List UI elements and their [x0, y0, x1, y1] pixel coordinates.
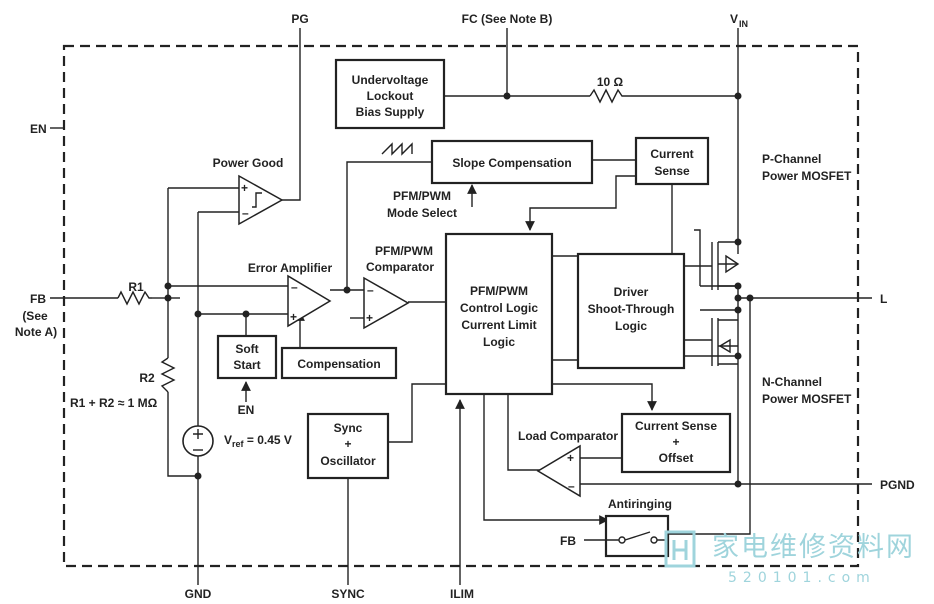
sync-line3: Oscillator [320, 454, 376, 468]
fb-note-line2: Note A) [15, 325, 57, 339]
resistor-r2 [160, 357, 176, 393]
soft-start-en-label: EN [238, 403, 255, 417]
soft-start-line2: Start [233, 358, 260, 372]
antiringing-fb-label: FB [560, 534, 576, 548]
resistor-r1 [117, 290, 152, 306]
junction-dots [164, 92, 754, 488]
sync-line2: + [344, 437, 351, 451]
device-boundary [62, 44, 860, 568]
fc-pin-label: FC (See Note B) [462, 12, 553, 26]
vref-label: Vref = 0.45 V [224, 433, 292, 449]
current-sense-block [634, 136, 710, 186]
r1-label: R1 [128, 280, 144, 294]
soft-start-line1: Soft [235, 342, 258, 356]
pc-minus-sign: – [367, 283, 374, 297]
control-line3: Current Limit [461, 318, 536, 332]
driver-line2: Shoot-Through [588, 302, 675, 316]
pchannel-line2: Power MOSFET [762, 169, 852, 183]
vin-pin-label: V [730, 12, 738, 26]
en-pin-label: EN [30, 122, 47, 136]
error-amplifier-label: Error Amplifier [248, 261, 333, 275]
pc-plus-sign: + [366, 311, 373, 325]
watermark: 家电维修资料网 520101.com [664, 530, 915, 586]
cso-line2: + [672, 435, 679, 449]
r-sum-label: R1 + R2 ≈ 1 MΩ [70, 396, 158, 410]
pwm-comparator-line2: Comparator [366, 260, 434, 274]
mode-select-line1: PFM/PWM [393, 189, 451, 203]
driver-line3: Logic [615, 319, 647, 333]
antiringing-switch [604, 514, 670, 558]
fb-pin-label: FB [30, 292, 46, 306]
control-logic-block [444, 232, 554, 396]
driver-block [576, 252, 686, 370]
watermark-logo [664, 530, 696, 568]
pchannel-line1: P-Channel [762, 152, 821, 166]
ea-plus-sign: + [290, 310, 297, 324]
uvlo-block [334, 58, 446, 130]
vref-source [182, 425, 214, 457]
uvlo-line2: Lockout [367, 89, 414, 103]
slope-compensation-block [430, 139, 594, 185]
ea-minus-sign: – [291, 280, 298, 294]
uvlo-line1: Undervoltage [352, 73, 429, 87]
ilim-pin-label: ILIM [450, 587, 474, 601]
cso-line1: Current Sense [635, 419, 717, 433]
power-good-label: Power Good [213, 156, 284, 170]
compensation-label: Compensation [297, 357, 380, 371]
lc-plus-sign: + [567, 451, 574, 465]
pgnd-pin-label: PGND [880, 478, 915, 492]
sync-oscillator-block [306, 412, 390, 480]
error-amplifier: – + [287, 274, 332, 328]
load-comparator-label: Load Comparator [518, 429, 618, 443]
control-line4: Logic [483, 335, 515, 349]
resistor-10-label: 10 Ω [597, 75, 624, 89]
driver-line1: Driver [614, 285, 649, 299]
pg-pin-label: PG [291, 12, 308, 26]
sync-line1: Sync [334, 421, 363, 435]
current-sense-line2: Sense [654, 164, 690, 178]
gnd-pin-label: GND [185, 587, 212, 601]
uvlo-line3: Bias Supply [356, 105, 425, 119]
control-line1: PFM/PWM [470, 284, 528, 298]
current-sense-line1: Current [650, 147, 693, 161]
resistor-10-ohm [589, 88, 626, 104]
r2-label: R2 [139, 371, 155, 385]
current-sense-offset-block [620, 412, 732, 474]
pwm-comparator-line1: PFM/PWM [375, 244, 433, 258]
compensation-block [280, 346, 398, 380]
load-comparator: + – [536, 444, 581, 498]
antiringing-label: Antiringing [608, 497, 672, 511]
lc-minus-sign: – [568, 479, 575, 493]
nchannel-line2: Power MOSFET [762, 392, 852, 406]
pg-plus-sign: + [241, 181, 248, 195]
pwm-comparator: – + [363, 276, 410, 330]
mode-select-line2: Mode Select [387, 206, 457, 220]
power-good-comparator: + – [238, 174, 284, 226]
watermark-chinese: 家电维修资料网 [712, 532, 915, 563]
control-line2: Control Logic [460, 301, 538, 315]
soft-start-block [216, 334, 278, 380]
nchannel-line1: N-Channel [762, 375, 822, 389]
slope-compensation-label: Slope Compensation [452, 156, 571, 170]
watermark-site: 520101.com [728, 570, 876, 586]
sync-pin-label: SYNC [331, 587, 365, 601]
cso-line3: Offset [659, 451, 694, 465]
vin-pin-subscript: IN [739, 19, 748, 29]
l-pin-label: L [880, 292, 887, 306]
pg-minus-sign: – [242, 206, 249, 220]
fb-note-line1: (See [22, 309, 48, 323]
